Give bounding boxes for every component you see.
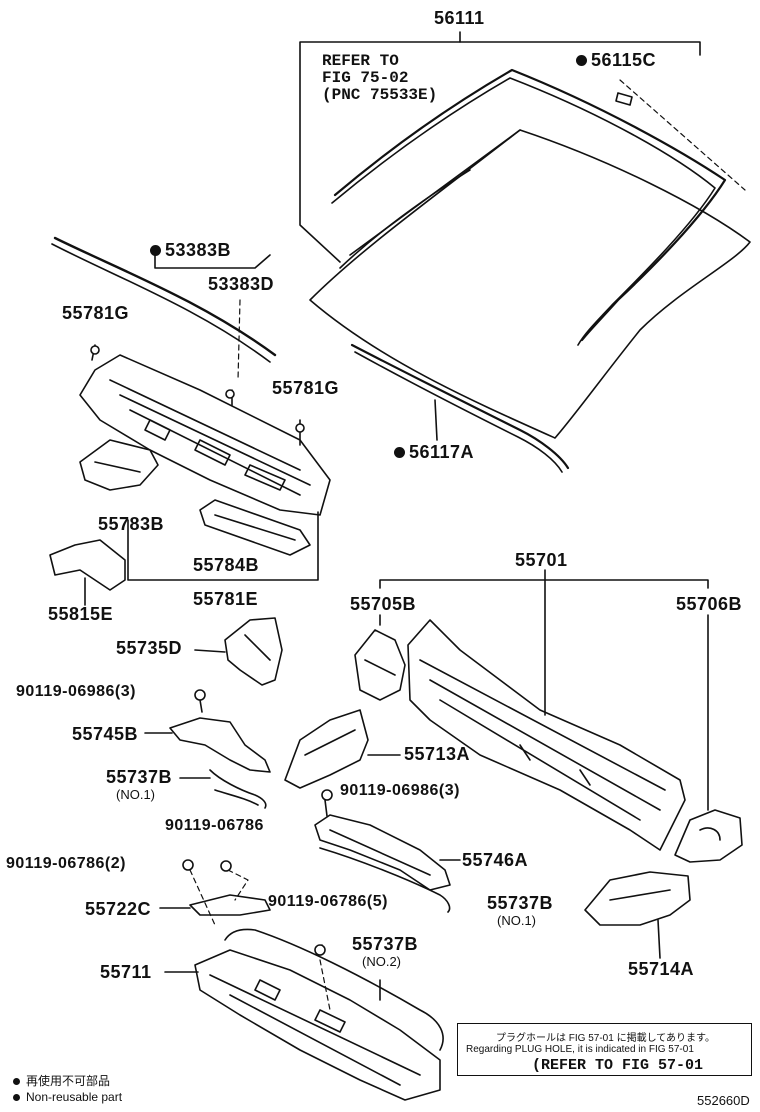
part-label-53383d[interactable]: 53383D	[208, 274, 275, 294]
non-reusable-marker-icon	[394, 446, 405, 458]
part-label-55737b-no1-left[interactable]: 55737B	[106, 767, 173, 787]
cowl-bracket-d-part	[194, 617, 283, 686]
cowl-side-part	[49, 539, 126, 606]
non-reusable-marker-icon	[13, 1094, 20, 1101]
note-refer-link[interactable]: (REFER TO FIG 57-01	[532, 1057, 704, 1074]
windshield-glass-part	[299, 31, 751, 439]
cowl-side-right-part	[674, 809, 743, 863]
part-label-55722c[interactable]: 55722C	[85, 899, 152, 919]
cowl-panel-part	[199, 499, 311, 556]
cowl-brace-lower-part	[314, 799, 461, 913]
part-label-55705b[interactable]: 55705B	[350, 594, 417, 614]
part-label-55781g-left[interactable]: 55781G	[62, 303, 130, 323]
part-label-55701[interactable]: 55701	[515, 550, 568, 570]
cowl-panel-main-part	[379, 569, 709, 851]
note-line-jp: プラグホールは FIG 57-01 に掲載してあります。	[496, 1033, 715, 1044]
cowl-bracket-part	[79, 439, 319, 581]
part-label-90119-06986-b[interactable]: 90119-06986(3)	[340, 782, 460, 799]
non-reusable-marker-icon	[13, 1078, 20, 1085]
part-sub-label-no1-left: (NO.1)	[116, 787, 155, 802]
part-label-56115c[interactable]: 56115C	[576, 50, 656, 71]
plug-hole-reference-box[interactable]: プラグホールは FIG 57-01 に掲載してあります。 Regarding P…	[457, 1023, 752, 1076]
cowl-top-panel-part	[79, 344, 331, 516]
cowl-bracket-c-part	[159, 869, 271, 926]
part-label-55815e[interactable]: 55815E	[48, 604, 114, 624]
non-reusable-marker-icon	[150, 244, 161, 256]
diagram-id: 552660D	[697, 1093, 750, 1108]
refer-fig-75-02-note[interactable]: REFER TO FIG 75-02 (PNC 75533E)	[322, 52, 438, 104]
fastener-clips	[90, 345, 333, 956]
part-label-55781g-right[interactable]: 55781G	[272, 378, 340, 398]
legend-jp: 再使用不可部品	[13, 1072, 110, 1089]
part-label-56117a[interactable]: 56117A	[394, 442, 474, 463]
part-label-55783b[interactable]: 55783B	[98, 514, 165, 534]
part-label-90119-06786[interactable]: 90119-06786	[165, 817, 264, 834]
cowl-side-left-part	[354, 629, 406, 701]
part-label-55737b-no2[interactable]: 55737B	[352, 934, 419, 954]
cowl-inner-right-part	[584, 871, 691, 959]
part-label-90119-06786-2[interactable]: 90119-06786(2)	[6, 855, 126, 872]
cowl-inner-left-part	[284, 709, 401, 789]
legend-en: Non-reusable part	[13, 1090, 122, 1104]
part-label-55714a[interactable]: 55714A	[628, 959, 695, 979]
part-label-55735d[interactable]: 55735D	[116, 638, 183, 658]
part-label-90119-06786-5[interactable]: 90119-06786(5)	[268, 893, 388, 910]
note-line-en: Regarding PLUG HOLE, it is indicated in …	[466, 1044, 694, 1055]
cowl-seal-part	[51, 236, 277, 381]
part-label-53383b[interactable]: 53383B	[150, 240, 231, 261]
part-label-56111[interactable]: 56111	[434, 8, 485, 28]
part-sub-label-no2: (NO.2)	[362, 954, 401, 969]
windshield-moulding-part	[331, 68, 746, 346]
part-label-55781e[interactable]: 55781E	[193, 589, 259, 609]
part-label-55746a[interactable]: 55746A	[462, 850, 529, 870]
non-reusable-marker-icon	[576, 54, 587, 66]
part-label-55713a[interactable]: 55713A	[404, 744, 471, 764]
part-label-90119-06986-a[interactable]: 90119-06986(3)	[16, 683, 136, 700]
part-label-55784b[interactable]: 55784B	[193, 555, 260, 575]
part-label-55711[interactable]: 55711	[100, 962, 152, 982]
cowl-lower-panel-part	[164, 928, 444, 1101]
lower-moulding-part	[350, 343, 570, 473]
part-label-55737b-no1-right[interactable]: 55737B	[487, 893, 554, 913]
part-label-55745b[interactable]: 55745B	[72, 724, 139, 744]
part-sub-label-no1-right: (NO.1)	[497, 913, 536, 928]
cowl-brace-part	[144, 699, 271, 809]
part-label-55706b[interactable]: 55706B	[676, 594, 743, 614]
